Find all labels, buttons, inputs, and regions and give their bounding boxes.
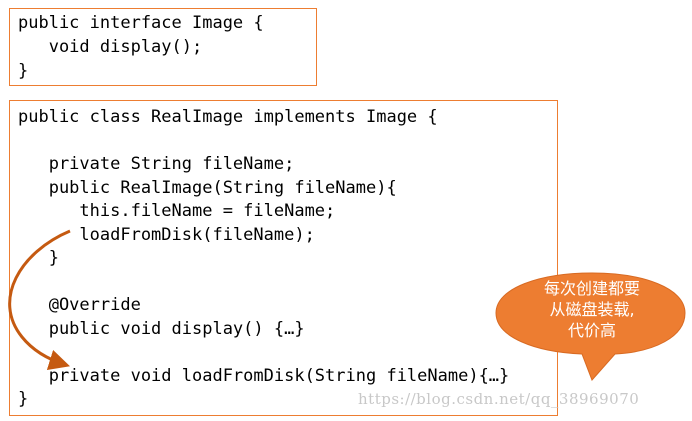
callout-line: 从磁盘装载, [549,300,635,319]
callout-text: 每次创建都要 从磁盘装载, 代价高 [512,278,672,341]
code-line: public RealImage(String fileName){ [18,178,397,198]
code-line: } [18,389,29,409]
code-line: void display(); [18,37,203,57]
code-line: } [18,248,59,268]
callout-line: 每次创建都要 [543,279,640,298]
code-line: public void display() {…} [18,319,305,339]
code-line: @Override [18,295,141,315]
code-line: private void loadFromDisk(String fileNam… [18,366,510,386]
code-line: public interface Image { [18,13,264,33]
callout-line: 代价高 [567,321,616,340]
code-line: } [18,61,29,81]
code-line: loadFromDisk(fileName); [18,225,315,245]
interface-code-box: public interface Image { void display();… [9,8,317,86]
code-line: public class RealImage implements Image … [18,107,438,127]
watermark: https://blog.csdn.net/qq_38969070 [358,390,640,408]
class-code-box: public class RealImage implements Image … [9,100,558,416]
code-line: private String fileName; [18,154,295,174]
code-line: this.fileName = fileName; [18,201,336,221]
